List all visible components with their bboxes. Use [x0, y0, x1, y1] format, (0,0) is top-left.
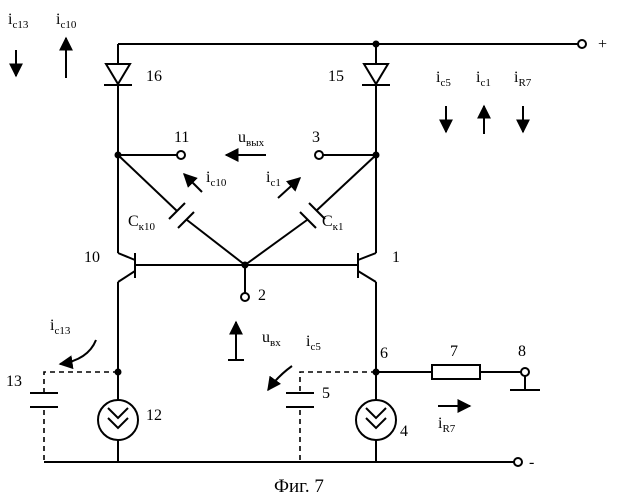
arrow-ic13-curve — [60, 340, 96, 364]
label-11: 11 — [174, 129, 189, 146]
label-ic5-top: ic5 — [436, 69, 451, 89]
junction-dot — [374, 42, 379, 47]
label-plus: + — [598, 36, 607, 53]
label-5: 5 — [322, 385, 330, 402]
current-source-12 — [98, 400, 138, 440]
resistor-7 — [432, 365, 480, 379]
label-7: 7 — [450, 343, 458, 360]
label-ic5-mid: ic5 — [306, 333, 321, 353]
arrow-ic5-curve — [268, 366, 292, 390]
label-minus: - — [529, 454, 534, 471]
terminal-3[interactable] — [315, 151, 323, 159]
capacitor-13 — [30, 393, 58, 407]
label-ck1: Cк1 — [322, 213, 344, 233]
capacitor-5 — [286, 393, 314, 407]
transistor-1 — [358, 253, 376, 282]
label-ic1-mid: ic1 — [266, 169, 281, 189]
label-1: 1 — [392, 249, 400, 266]
label-4: 4 — [400, 423, 408, 440]
transistor-10 — [118, 253, 135, 282]
terminal-plus[interactable] — [578, 40, 586, 48]
terminal-11[interactable] — [177, 151, 185, 159]
figure-caption: Фиг. 7 — [274, 476, 324, 497]
label-ir7-bottom: iR7 — [438, 415, 456, 435]
capacitor-ck1 — [245, 155, 376, 265]
diode-16 — [104, 64, 132, 85]
label-15: 15 — [328, 68, 344, 85]
arrow-ic10-diag — [184, 174, 202, 192]
label-16: 16 — [146, 68, 162, 85]
terminal-2[interactable] — [241, 293, 249, 301]
label-ic10-mid: ic10 — [206, 169, 227, 189]
terminal-8[interactable] — [521, 368, 529, 376]
label-2: 2 — [258, 287, 266, 304]
label-ic1-top: ic1 — [476, 69, 491, 89]
label-10: 10 — [84, 249, 100, 266]
label-8: 8 — [518, 343, 526, 360]
label-ic10-top: ic10 — [56, 11, 77, 31]
label-3: 3 — [312, 129, 320, 146]
label-12: 12 — [146, 407, 162, 424]
arrow-ic1-diag — [278, 178, 300, 198]
label-ic13-mid: ic13 — [50, 317, 71, 337]
current-source-4 — [356, 400, 396, 440]
capacitor-ck10 — [118, 155, 245, 265]
label-uvyh: uвых — [238, 129, 265, 149]
label-ir7-top: iR7 — [514, 69, 532, 89]
diode-15 — [362, 64, 390, 85]
label-13: 13 — [6, 373, 22, 390]
label-uvh: uвх — [262, 329, 281, 349]
label-ck10: Cк10 — [128, 213, 156, 233]
label-ic13-top: ic13 — [8, 11, 29, 31]
terminal-minus[interactable] — [514, 458, 522, 466]
label-6: 6 — [380, 345, 388, 362]
